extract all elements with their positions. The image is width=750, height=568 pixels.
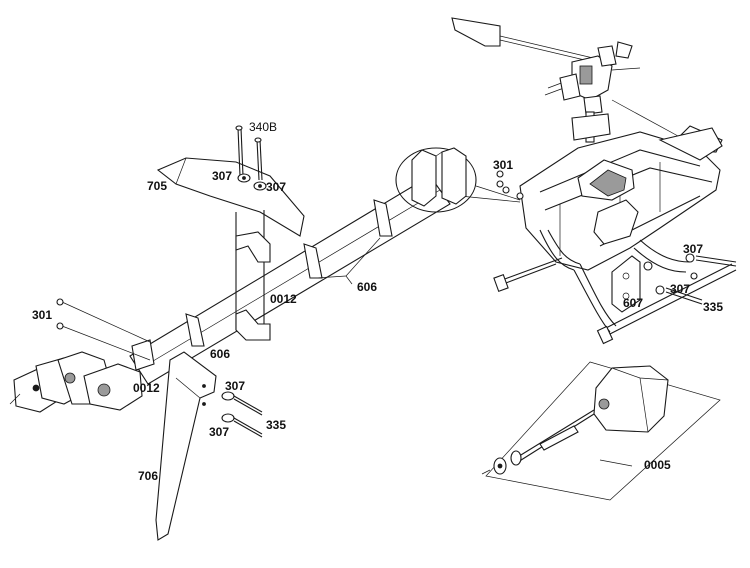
part-label-706: 706 — [138, 469, 159, 483]
part-label-301-frame: 301 — [493, 158, 514, 172]
part-label-705: 705 — [147, 179, 168, 193]
tail-boom — [129, 147, 521, 385]
part-label-0005: 0005 — [644, 458, 671, 472]
leader-lines — [56, 237, 633, 467]
fuel-tank-0005 — [481, 361, 721, 501]
part-label-307-right-b: 307 — [670, 282, 691, 296]
part-label-301-left: 301 — [32, 308, 53, 322]
part-label-0012-top: 0012 — [270, 292, 297, 306]
part-label-0012-left: 0012 — [133, 381, 160, 395]
part-label-307-fin-a: 307 — [225, 379, 246, 393]
part-label-606-right: 606 — [357, 280, 378, 294]
part-label-335-right: 335 — [703, 300, 724, 314]
part-label-607: 607 — [623, 296, 644, 310]
tail-boom-clamp-607 — [611, 253, 737, 313]
landing-skids — [493, 229, 737, 345]
main-frame — [459, 127, 723, 271]
tail-rotor-assembly — [9, 351, 143, 413]
part-label-335-fin: 335 — [266, 418, 287, 432]
part-label-307-top-a: 307 — [212, 169, 233, 183]
main-rotor-assembly — [451, 17, 723, 153]
vertical-fin-706 — [155, 351, 263, 541]
horizontal-fin-705 — [156, 125, 305, 341]
part-label-307-right-a: 307 — [683, 242, 704, 256]
part-label-307-top-b: 307 — [266, 180, 287, 194]
part-label-340b: 340B — [249, 120, 278, 134]
part-label-606-left: 606 — [210, 347, 231, 361]
part-label-307-fin-b: 307 — [209, 425, 230, 439]
